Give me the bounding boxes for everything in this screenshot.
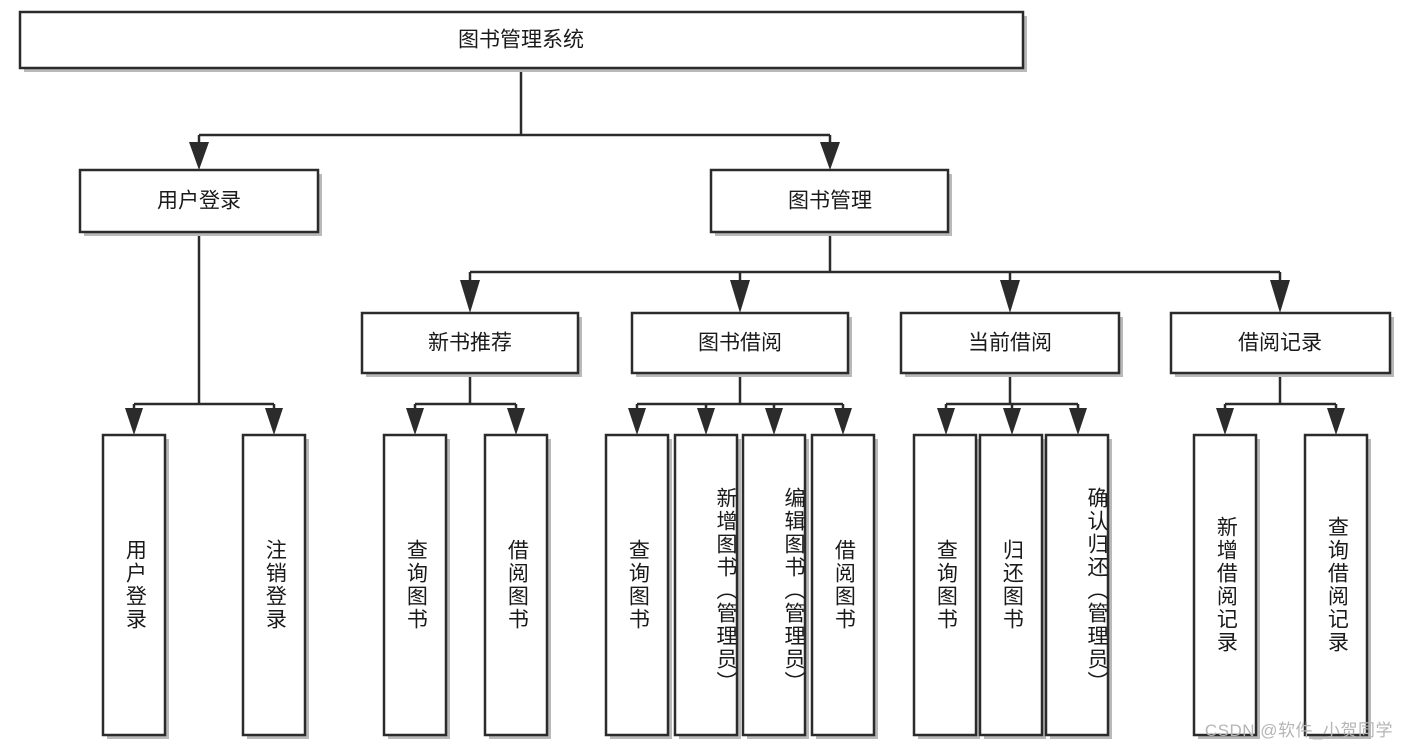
arrow-head-borrow-record [1270, 280, 1290, 313]
node-leaf-query-record-box[interactable] [1303, 433, 1369, 737]
arrow-head-leaf-edit-book [765, 408, 783, 435]
horizontal-label-layer: 图书管理系统 用户登录 图书管理 新书推荐 图书借阅 当前借阅 借阅记录 [157, 29, 1322, 355]
arrow-head-book-borrow [730, 280, 750, 313]
node-borrow-record-box[interactable] [1169, 311, 1392, 375]
arrow-head-new-book-rec [460, 280, 480, 313]
arrow-head-leaf-add-record [1216, 408, 1234, 435]
arrow-head-current-borrow [1000, 280, 1020, 313]
node-leaf-return-book-box[interactable] [978, 433, 1044, 737]
node-leaf-confirm-return-box[interactable] [1044, 433, 1110, 737]
arrow-head-leaf-add-book [697, 408, 715, 435]
node-leaf-borrow-book-2-box[interactable] [810, 433, 876, 737]
arrow-head-leaf-borrow-book-2 [834, 408, 852, 435]
node-root-box[interactable] [18, 10, 1025, 70]
node-book-manage-label: 图书管理 [788, 190, 872, 213]
arrow-head-user-login [189, 142, 209, 170]
node-current-borrow-label: 当前借阅 [968, 332, 1052, 355]
node-leaf-query-book-2-box[interactable] [604, 433, 670, 737]
node-leaf-query-book-1-box[interactable] [382, 433, 448, 737]
node-leaf-query-book-3-box[interactable] [912, 433, 978, 737]
node-leaf-add-record-box[interactable] [1192, 433, 1258, 737]
arrow-head-leaf-user-login [125, 408, 143, 435]
arrow-head-leaf-query-record [1327, 408, 1345, 435]
node-borrow-record-label: 借阅记录 [1238, 332, 1322, 355]
node-leaf-add-book-box[interactable] [673, 433, 739, 737]
csdn-watermark: CSDN @软件_小贺同学 [1204, 721, 1393, 740]
node-book-manage-box[interactable] [709, 168, 950, 234]
node-root-label: 图书管理系统 [458, 29, 584, 52]
box-layer [18, 10, 1392, 737]
node-user-login-label: 用户登录 [157, 190, 241, 213]
arrow-head-leaf-query-book-2 [628, 408, 646, 435]
node-leaf-user-login-box[interactable] [101, 433, 167, 737]
node-leaf-borrow-book-1-box[interactable] [483, 433, 549, 737]
arrow-head-leaf-query-book-3 [937, 408, 955, 435]
arrow-head-leaf-logout-login [265, 408, 283, 435]
node-book-borrow-box[interactable] [630, 311, 850, 375]
arrow-head-leaf-confirm-return [1069, 408, 1087, 435]
node-leaf-logout-login-box[interactable] [241, 433, 307, 737]
node-user-login-box[interactable] [78, 168, 320, 234]
node-book-borrow-label: 图书借阅 [698, 332, 782, 355]
node-current-borrow-box[interactable] [899, 311, 1121, 375]
arrow-head-book-manage [820, 142, 840, 170]
node-leaf-edit-book-box[interactable] [741, 433, 807, 737]
connector-layer [125, 68, 1345, 435]
node-new-book-rec-box[interactable] [360, 311, 580, 375]
arrow-head-leaf-return-book [1003, 408, 1021, 435]
node-new-book-rec-label: 新书推荐 [428, 332, 512, 355]
arrow-head-leaf-borrow-book-1 [507, 408, 525, 435]
arrow-head-leaf-query-book-1 [406, 408, 424, 435]
